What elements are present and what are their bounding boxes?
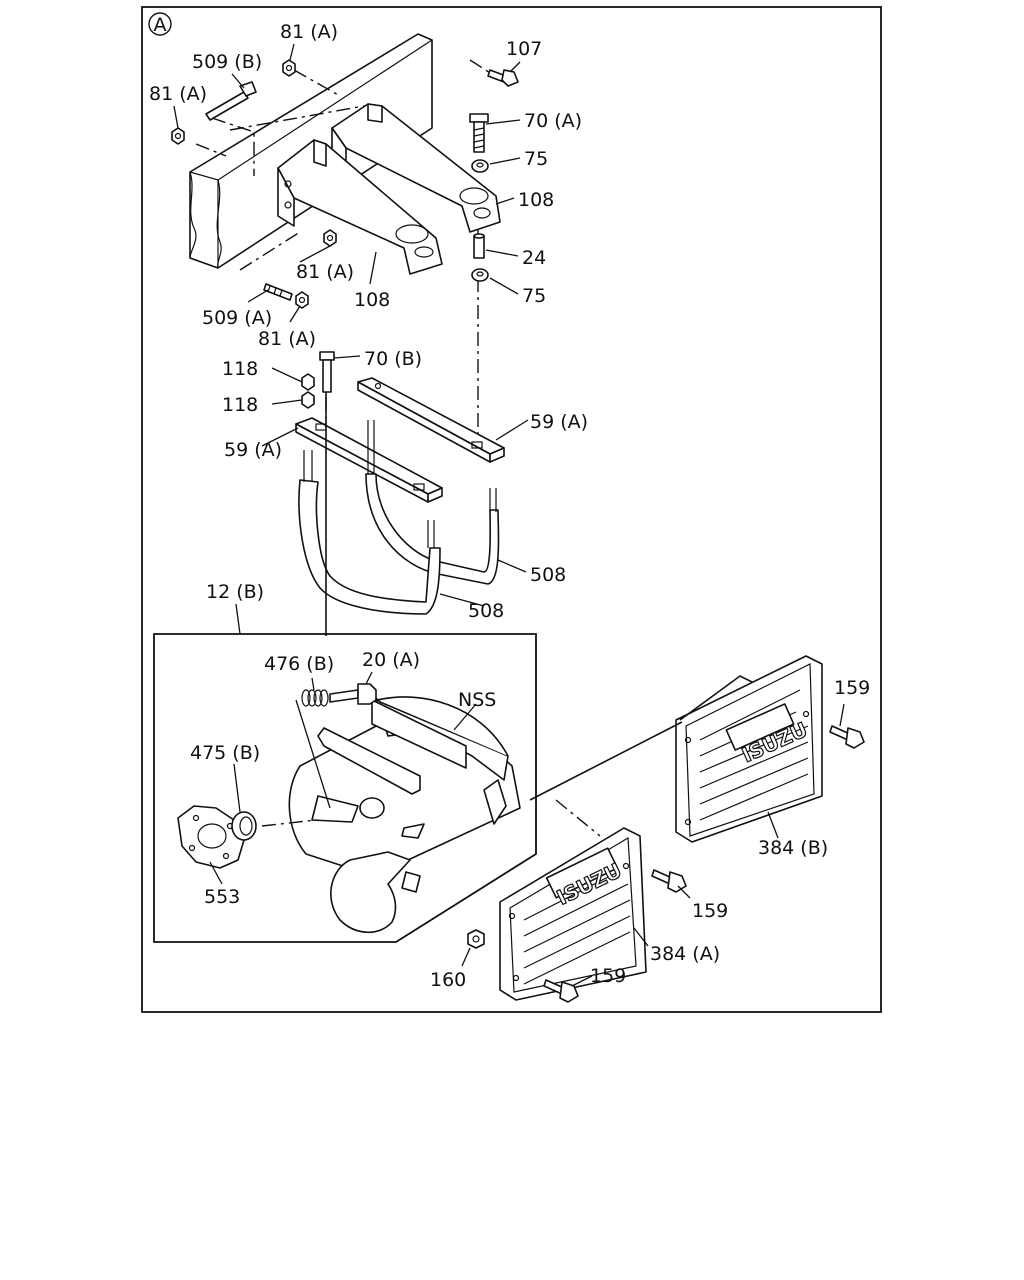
bolt-70a [469,113,489,153]
label-509a: 509 (A) [202,307,272,329]
bracket-59a-left [295,417,443,503]
view-marker: A [148,12,172,36]
label-108-mid: 108 [354,289,390,311]
nut-81a-top [282,59,296,77]
label-12b: 12 (B) [206,581,264,603]
washer-75-top [471,159,489,173]
label-160: 160 [430,969,466,991]
bolt-107 [487,69,519,87]
nut-118-bottom [301,391,315,409]
bolt-509b [205,81,257,121]
label-159-right: 159 [834,677,870,699]
nut-81a-left [171,127,185,145]
label-24: 24 [522,247,546,269]
muffler-body [288,696,521,933]
label-475b: 475 (B) [190,742,260,764]
label-107: 107 [506,38,542,60]
label-159-mid: 159 [692,900,728,922]
label-508-right: 508 [530,564,566,586]
spring-476b [301,689,329,707]
label-118-bottom: 118 [222,394,258,416]
label-nss: NSS [458,689,496,711]
label-75-top: 75 [524,148,548,170]
label-81a-top: 81 (A) [280,21,338,43]
label-384a: 384 (A) [650,943,720,965]
bracket-108-front [277,139,443,275]
label-70a: 70 (A) [524,110,582,132]
leader-lines [173,43,845,987]
collar-24 [473,233,485,259]
bracket-59a-right [357,377,505,463]
label-59a-right: 59 (A) [530,411,588,433]
label-108-right: 108 [518,189,554,211]
nut-118-top [301,373,315,391]
label-75-bottom: 75 [522,285,546,307]
nut-81a-low [295,291,309,309]
nut-160 [467,929,485,949]
label-81a-mid: 81 (A) [296,261,354,283]
heat-protector-384b: ISUZU [675,655,823,843]
bolt-70b [319,351,335,393]
label-384b: 384 (B) [758,837,828,859]
washer-75-bottom [471,268,489,282]
label-118-top: 118 [222,358,258,380]
stud-509a [263,283,293,301]
part-labels: 81 (A) 509 (B) 81 (A) 107 70 (A) 75 108 … [149,21,870,991]
label-508-bottom: 508 [468,600,504,622]
view-marker-letter: A [154,14,167,36]
label-509b: 509 (B) [192,51,262,73]
label-70b: 70 (B) [364,348,422,370]
muffler-assembly-box [153,633,537,943]
gasket-553 [177,805,245,869]
label-20a: 20 (A) [362,649,420,671]
heat-protector-384a: ISUZU [499,827,647,1001]
bolt-159-mid [651,869,687,893]
nut-81a-mid [323,229,337,247]
label-159-bottom: 159 [590,965,626,987]
label-81a-low: 81 (A) [258,328,316,350]
label-81a-left: 81 (A) [149,83,207,105]
bolt-20a [329,683,377,705]
diagram-frame [141,6,882,1013]
bolt-159-bottom [543,979,579,1003]
bolt-159-right [829,725,865,749]
label-476b: 476 (B) [264,653,334,675]
label-553: 553 [204,886,240,908]
seal-ring-475b [231,811,257,841]
label-59a-left: 59 (A) [224,439,282,461]
